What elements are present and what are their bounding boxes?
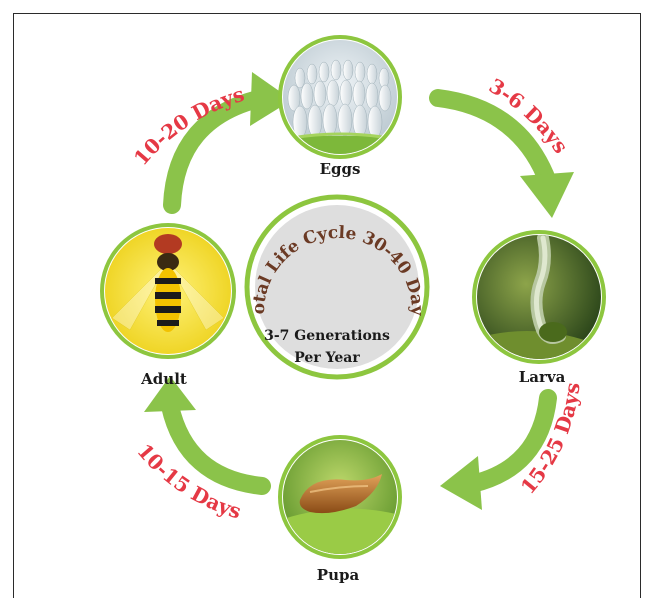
adult-photo [102, 225, 234, 357]
eggs-photo [280, 37, 400, 160]
pupa-photo [280, 437, 400, 560]
pupa-label: Pupa [317, 566, 359, 584]
larva-label: Larva [519, 368, 566, 386]
eggs-label: Eggs [320, 160, 361, 178]
arrow-eggs-to-larva [438, 98, 574, 218]
generations-line-2: Per Year [294, 350, 359, 366]
adult-label: Adult [141, 370, 187, 388]
generations-line-1: 3-7 Generations [264, 328, 390, 344]
larva-photo [470, 232, 610, 365]
